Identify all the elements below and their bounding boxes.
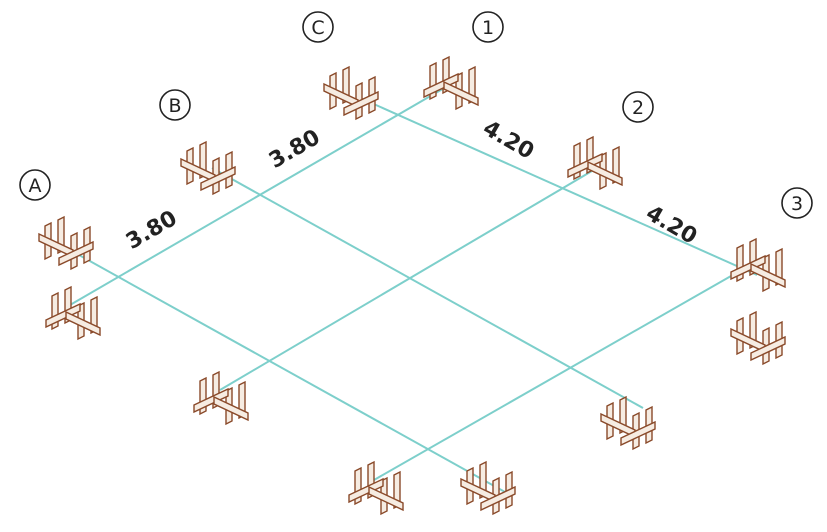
- grid-label-B: B: [159, 89, 191, 121]
- svg-text:2: 2: [632, 97, 644, 119]
- dimension-label-23: 4.20: [641, 201, 701, 250]
- dimension-label-12: 4.20: [478, 116, 538, 165]
- string-line-A: [69, 249, 506, 493]
- svg-text:C: C: [311, 17, 324, 39]
- svg-text:B: B: [168, 95, 181, 117]
- batter-board-1-top: [423, 55, 479, 111]
- batter-board-2-bottom: [193, 370, 249, 426]
- batter-board-B-top: [180, 140, 236, 196]
- batter-board-3-top: [730, 237, 786, 293]
- string-line-2: [219, 167, 598, 391]
- batter-board-3-bottom: [348, 460, 404, 516]
- batter-boards: [38, 55, 786, 516]
- grid-label-A: A: [19, 169, 51, 201]
- svg-text:1: 1: [482, 17, 494, 39]
- batter-board-A-end: [460, 460, 516, 516]
- batter-board-A-top: [38, 215, 94, 271]
- batter-board-B-bottom: [600, 395, 656, 451]
- string-line-1: [69, 86, 447, 306]
- grid-label-3: 3: [781, 187, 813, 219]
- string-line-3: [373, 267, 746, 481]
- string-lines: [69, 86, 758, 493]
- grid-label-1: 1: [472, 11, 504, 43]
- batter-board-C-top: [323, 65, 379, 121]
- string-line-C: [357, 96, 758, 276]
- string-line-B: [211, 167, 644, 409]
- grid-label-C: C: [302, 11, 334, 43]
- batter-board-A-bottom: [45, 285, 101, 341]
- batter-board-2-top: [567, 135, 623, 191]
- svg-text:3: 3: [791, 193, 803, 215]
- dimension-label-BC: 3.80: [265, 125, 325, 174]
- dimension-label-AB: 3.80: [122, 206, 182, 255]
- batter-board-3-right: [730, 310, 786, 366]
- grid-label-2: 2: [622, 91, 654, 123]
- svg-text:A: A: [29, 175, 42, 197]
